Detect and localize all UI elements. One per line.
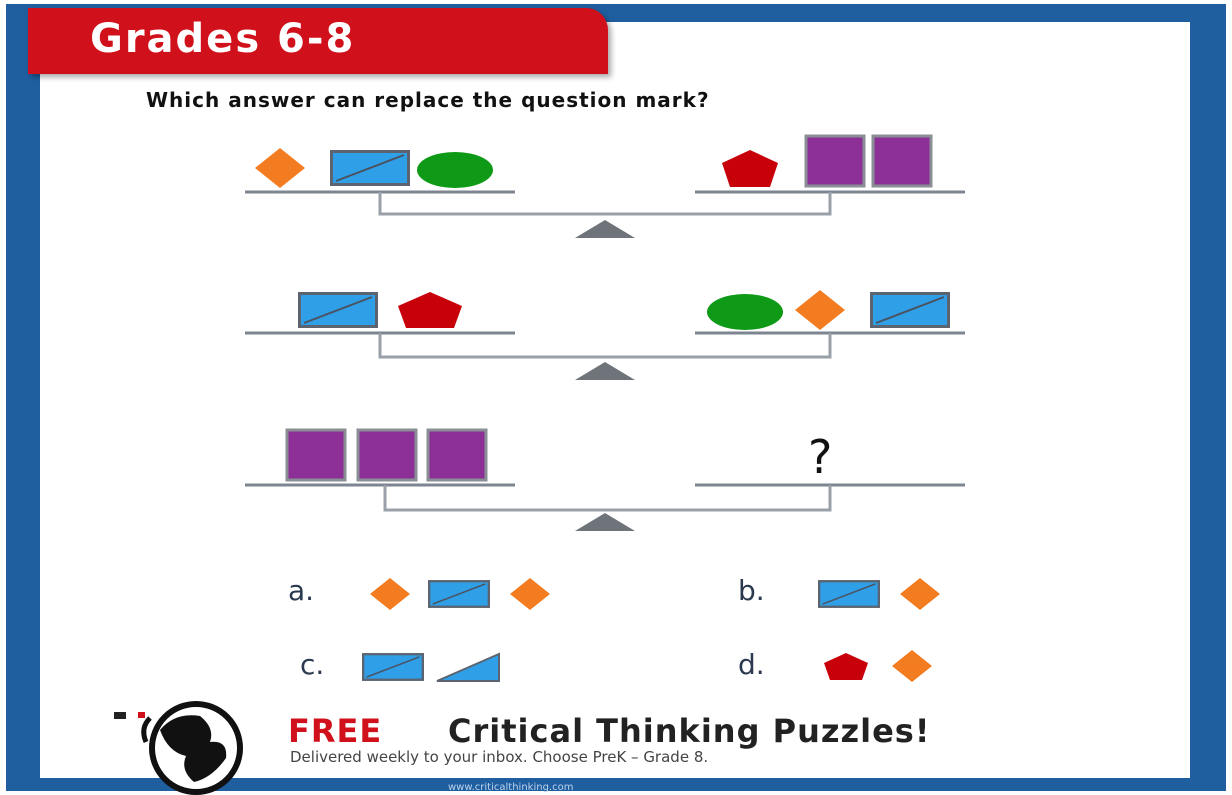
promo-free: FREE	[288, 712, 383, 750]
scale-3	[245, 428, 965, 531]
blue-square-icon	[362, 653, 424, 681]
promo-subtitle: Delivered weekly to your inbox. Choose P…	[290, 748, 709, 766]
blue-square-icon	[330, 150, 410, 186]
scale-3-fulcrum	[575, 513, 635, 531]
option-c-shapes[interactable]	[362, 652, 500, 682]
scale-1-beam	[378, 192, 832, 216]
scale-3-beam	[383, 485, 832, 512]
scale-2-beam	[378, 333, 832, 359]
blue-triangle-icon	[436, 652, 500, 682]
scale-1	[245, 134, 965, 238]
option-c-label[interactable]: c.	[300, 648, 325, 681]
question-text: Which answer can replace the question ma…	[146, 88, 710, 112]
blue-square-icon	[818, 580, 880, 608]
red-pentagon-icon	[722, 150, 778, 187]
grade-label: Grades 6-8	[90, 16, 356, 62]
website-link[interactable]: www.criticalthinking.com	[448, 782, 574, 793]
blue-square-icon	[298, 292, 378, 328]
option-b-label[interactable]: b.	[738, 574, 765, 607]
red-pentagon-icon	[398, 292, 462, 328]
promo-title: Critical Thinking Puzzles!	[448, 712, 931, 750]
orange-diamond-icon	[510, 578, 550, 610]
blue-square-icon	[428, 580, 490, 608]
purple-rectangle-icon	[356, 428, 418, 482]
purple-rectangle-icon	[285, 428, 347, 482]
blue-square-icon	[870, 292, 950, 328]
globe-logo-icon	[114, 701, 243, 795]
red-pentagon-icon	[824, 653, 868, 680]
green-circle-icon	[707, 294, 783, 330]
orange-diamond-icon	[795, 290, 845, 330]
orange-diamond-icon	[370, 578, 410, 610]
grade-banner: Grades 6-8	[28, 8, 608, 74]
option-a-label[interactable]: a.	[288, 574, 315, 607]
purple-rectangle-icon	[871, 134, 933, 188]
option-d-shapes[interactable]	[824, 650, 932, 682]
unknown-answer-mark: ?	[808, 430, 833, 484]
option-a-shapes[interactable]	[370, 578, 550, 610]
orange-diamond-icon	[892, 650, 932, 682]
option-d-label[interactable]: d.	[738, 648, 765, 681]
scale-1-fulcrum	[575, 220, 635, 238]
purple-rectangle-icon	[426, 428, 488, 482]
green-circle-icon	[417, 152, 493, 188]
orange-diamond-icon	[900, 578, 940, 610]
puzzle-card	[40, 22, 1190, 778]
option-b-shapes[interactable]	[818, 578, 940, 610]
purple-rectangle-icon	[804, 134, 866, 188]
orange-diamond-icon	[255, 148, 305, 188]
scale-2	[245, 290, 965, 380]
scale-2-fulcrum	[575, 362, 635, 380]
